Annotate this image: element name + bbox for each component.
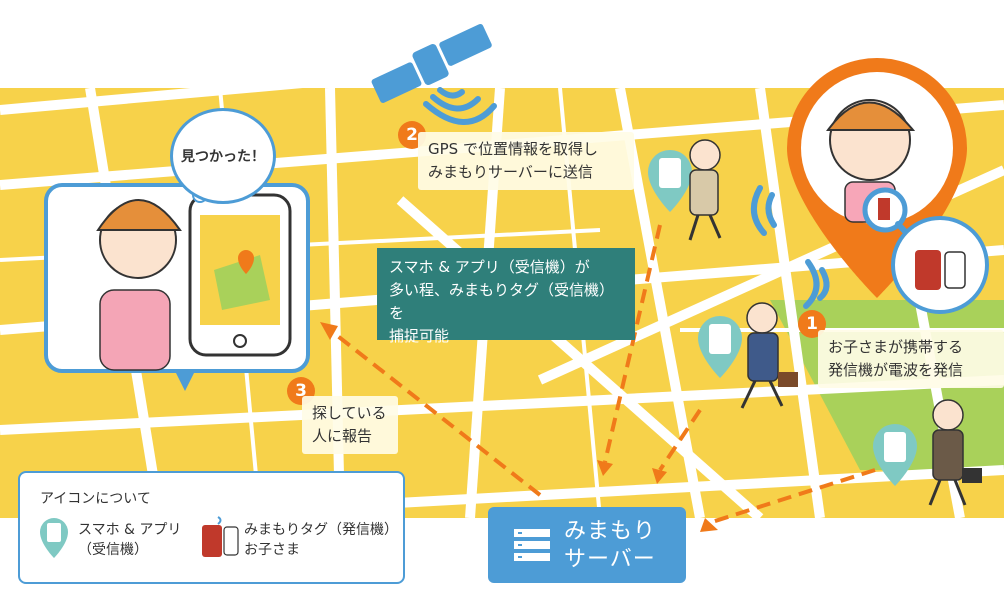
legend-item-2-line-2: お子さま xyxy=(244,542,300,558)
server-box: みまもり サーバー xyxy=(488,507,686,583)
server-line-2: サーバー xyxy=(564,547,656,572)
step-1-note: お子さまが携帯する 発信機が電波を発信 xyxy=(818,330,1004,388)
smartphone-pin-icon xyxy=(698,316,742,378)
legend-item-1-line-2: （受信機） xyxy=(78,542,148,558)
speech-bubble-text: 見つかった！ xyxy=(181,149,265,165)
smartphone-pin-icon xyxy=(40,518,68,558)
step-3-line-1: 探している xyxy=(312,404,387,422)
step-2-line-1: GPS で位置情報を取得し xyxy=(428,140,598,158)
step-2-line-2: みまもりサーバーに送信 xyxy=(428,163,593,181)
step-3-note: 探している 人に報告 xyxy=(302,396,398,454)
phone-scene-card xyxy=(44,183,310,391)
server-label: みまもり サーバー xyxy=(564,518,656,574)
smartphone-pin-icon xyxy=(648,150,692,212)
step-1-line-1: お子さまが携帯する xyxy=(828,338,964,356)
mimamori-tag-icon xyxy=(202,516,239,557)
legend-item-1-line-1: スマホ & アプリ xyxy=(78,522,182,538)
server-line-1: みまもり xyxy=(564,519,657,544)
info-line-3: 捕捉可能 xyxy=(389,327,450,345)
info-line-2: 多い程、みまもりタグ（受信機）を xyxy=(389,281,615,322)
step-3-line-2: 人に報告 xyxy=(312,427,373,445)
person-elder-walking xyxy=(928,399,982,506)
info-line-1: スマホ & アプリ（受信機）が xyxy=(389,258,590,276)
step-1-line-2: 発信機が電波を発信 xyxy=(828,361,964,379)
smartphone-pin-icon xyxy=(873,424,917,486)
server-icon xyxy=(514,529,550,561)
person-woman-walking xyxy=(688,139,722,241)
step-3-number: 3 xyxy=(287,377,315,405)
satellite-icon xyxy=(371,23,492,103)
person-man-walking xyxy=(740,302,798,409)
signal-waves-icon xyxy=(751,185,830,309)
legend-item-2-line-1: みまもりタグ（発信機） xyxy=(244,522,398,538)
speech-bubble: 見つかった！ xyxy=(170,108,276,204)
signal-waves-icon xyxy=(423,87,497,125)
step-2-note: GPS で位置情報を取得し みまもりサーバーに送信 xyxy=(418,132,634,190)
legend-item-2: みまもりタグ（発信機） お子さま xyxy=(244,520,398,560)
legend-item-1: スマホ & アプリ （受信機） xyxy=(78,520,181,560)
icon-legend: アイコンについて スマホ & アプリ （受信機） みまもりタグ（発信機） お子さ… xyxy=(18,471,405,584)
mimamori-tag-icon xyxy=(891,216,989,314)
legend-title: アイコンについて xyxy=(40,491,151,507)
info-box: スマホ & アプリ（受信機）が 多い程、みまもりタグ（受信機）を 捕捉可能 xyxy=(377,248,635,345)
